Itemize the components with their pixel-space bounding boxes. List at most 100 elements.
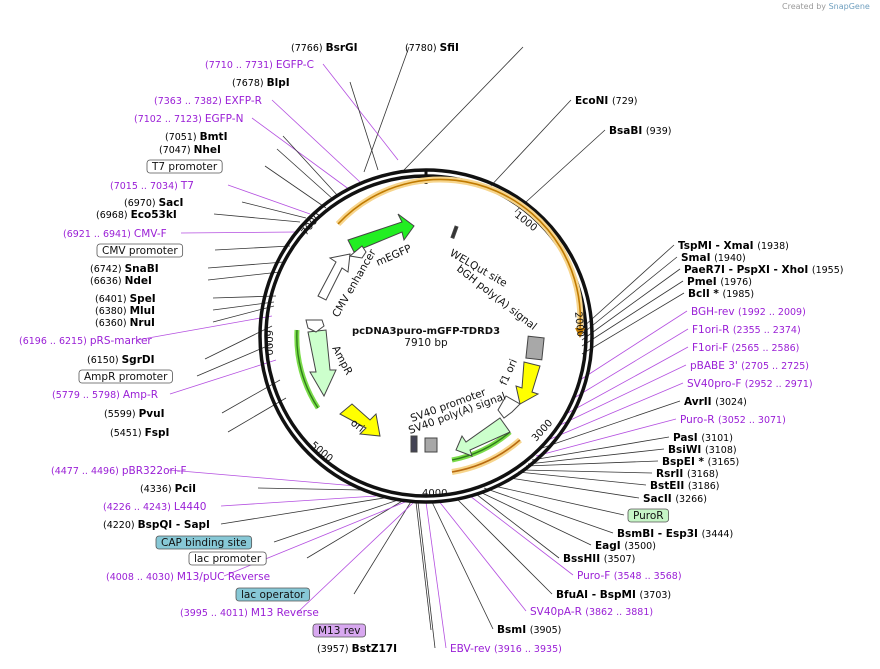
- site-name: EGFP-C: [276, 59, 314, 71]
- site-name: BmtI: [200, 131, 228, 143]
- feature-box: [188, 551, 267, 566]
- tick-4000: 4000: [422, 488, 447, 499]
- site-position: (6196 .. 6215): [19, 336, 90, 347]
- leader-line: [431, 501, 494, 630]
- site-name: AvrII: [684, 396, 715, 408]
- plasmid-length: 7910 bp: [404, 337, 448, 349]
- site-position: (2952 .. 2971): [745, 379, 813, 390]
- leader-line: [213, 213, 301, 223]
- site-name: BspQI - SapI: [138, 519, 210, 531]
- leader-line: [221, 379, 281, 414]
- site-name: EagI: [595, 540, 624, 552]
- enzyme-label: PaeR7I - PspXI - XhoI (1955): [684, 264, 843, 276]
- feature-box-label: CAP binding site: [161, 537, 247, 549]
- leader-line: [517, 471, 647, 486]
- ori-arrow: [339, 403, 381, 437]
- primer-label: SV40pA-R (3862 .. 3881): [530, 606, 653, 618]
- site-position: (1976): [720, 277, 752, 288]
- enzyme-label: (7051) BmtI: [165, 131, 227, 143]
- tick-5000: 5000: [308, 440, 335, 465]
- leader-line: [525, 460, 659, 467]
- plasmid-name: pcDNA3puro-mGFP-TDRD3: [352, 326, 500, 337]
- orf-arc-main-head: [575, 328, 585, 338]
- site-name: BstZ17I: [352, 643, 397, 655]
- site-name: NruI: [130, 317, 155, 329]
- site-position: (3168): [687, 469, 719, 480]
- site-position: (4336): [140, 484, 175, 495]
- bgh-polya-block: [525, 335, 545, 361]
- enzyme-label: (4220) BspQI - SapI: [103, 519, 210, 531]
- primer-label: (7710 .. 7731) EGFP-C: [205, 59, 314, 71]
- site-position: (5451): [110, 428, 145, 439]
- orf-arc-main: [337, 178, 582, 331]
- site-name: F1ori-R: [692, 324, 733, 336]
- feature-box-label: M13 rev: [318, 625, 361, 637]
- site-position: (3905): [530, 625, 562, 636]
- leader-line: [180, 231, 297, 234]
- feature-box-label: AmpR promoter: [84, 371, 168, 383]
- snapgene-watermark: Created by SnapGene: [782, 2, 870, 11]
- site-position: (7766): [291, 43, 326, 54]
- leader-line: [276, 148, 335, 201]
- orf-arc-green-line: [451, 431, 511, 461]
- site-position: (3024): [715, 397, 747, 408]
- site-name: pRS-marker: [90, 335, 153, 347]
- enzyme-label: SmaI (1940): [681, 252, 746, 264]
- site-name: SV40pro-F: [687, 378, 745, 390]
- site-name: PvuI: [139, 408, 165, 420]
- leader-line: [169, 359, 277, 395]
- site-name: CMV-F: [134, 228, 167, 240]
- sv40-polya-block: [424, 437, 438, 453]
- enzyme-label: TspMI - XmaI (1938): [678, 240, 789, 252]
- puror-arrow: [455, 417, 511, 457]
- leader-line: [220, 497, 385, 525]
- site-name: Puro-R: [680, 414, 718, 426]
- primer-label: F1ori-F (2565 .. 2586): [692, 342, 799, 354]
- site-position: (3548 .. 3568): [614, 571, 682, 582]
- site-position: (3052 .. 3071): [718, 415, 786, 426]
- cmv-promoter-arrow: [348, 245, 367, 259]
- site-name: NdeI: [125, 275, 152, 287]
- enzyme-label: (6742) SnaBI: [90, 263, 159, 275]
- leader-line: [521, 469, 653, 474]
- leader-line: [437, 499, 527, 612]
- feature-box-label: PuroR: [633, 510, 664, 522]
- feature-box-label: lac operator: [241, 589, 305, 601]
- enzyme-label: (4336) PciI: [140, 483, 196, 495]
- leader-line: [581, 280, 684, 347]
- site-position: (7102 .. 7123): [134, 114, 205, 125]
- site-name: SfiI: [440, 42, 459, 54]
- site-position: (7051): [165, 132, 200, 143]
- site-name: MluI: [130, 305, 155, 317]
- site-name: SpeI: [130, 293, 156, 305]
- site-position: (5779 .. 5798): [52, 390, 123, 401]
- leader-line: [581, 244, 675, 329]
- leader-line: [486, 99, 572, 191]
- feature-box-label: T7 promoter: [151, 161, 218, 173]
- site-position: (729): [612, 96, 638, 107]
- site-name: Puro-F: [577, 570, 614, 582]
- site-name: EcoNI: [575, 95, 612, 107]
- site-position: (7678): [232, 78, 267, 89]
- enzyme-label: PmeI (1976): [687, 276, 752, 288]
- site-position: (1992 .. 2009): [738, 307, 806, 318]
- primer-label: (6921 .. 6941) CMV-F: [63, 228, 167, 240]
- site-name: TspMI - XmaI: [678, 240, 757, 252]
- site-position: (3108): [705, 445, 737, 456]
- orf-arc-amp-line: [296, 329, 319, 409]
- enzyme-label: EcoNI (729): [575, 95, 638, 107]
- site-position: (6401): [95, 294, 130, 305]
- site-name: BfuAI - BspMI: [556, 589, 640, 601]
- enzyme-label: (6360) NruI: [95, 317, 155, 329]
- site-position: (3995 .. 4011): [180, 608, 251, 619]
- enzyme-label: (6636) NdeI: [90, 275, 152, 287]
- enzyme-label: RsrII (3168): [656, 468, 719, 480]
- leader-line: [271, 99, 361, 183]
- site-name: BsrGI: [326, 42, 358, 54]
- enzyme-label: BsaBI (939): [609, 125, 671, 137]
- leader-line: [475, 493, 560, 559]
- leader-line: [581, 256, 678, 335]
- site-name: BstEII: [650, 480, 688, 492]
